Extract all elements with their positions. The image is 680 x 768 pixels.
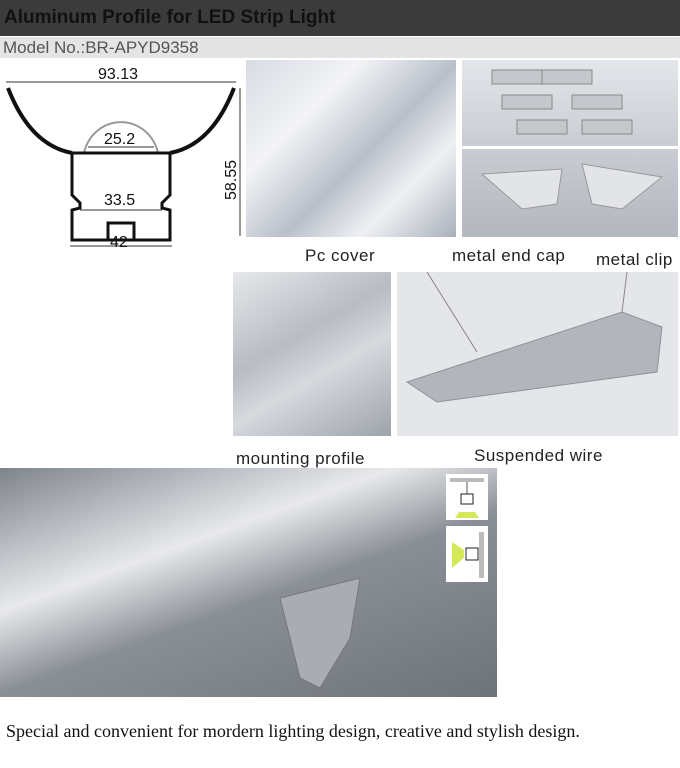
model-bar: Model No.:BR-APYD9358 [0, 37, 680, 58]
dim-inner: 33.5 [104, 192, 135, 209]
caption: Special and convenient for mordern light… [6, 721, 580, 741]
pc-cover-photo [246, 60, 456, 237]
label-pc-cover: Pc cover [305, 246, 376, 265]
mounting-profile-photo [233, 272, 391, 436]
pendant-mount-icon [446, 474, 488, 520]
title-bar: Aluminum Profile for LED Strip Light [0, 0, 680, 36]
label-mounting: mounting profile [236, 449, 365, 468]
profile-diagram: 93.13 25.2 33.5 42 58.55 [6, 66, 241, 250]
page-title: Aluminum Profile for LED Strip Light [4, 7, 336, 28]
end-cap-photo [462, 60, 678, 146]
label-end-cap: metal end cap [452, 246, 566, 265]
dim-top: 93.13 [98, 66, 138, 83]
wall-mount-icon [446, 526, 488, 582]
dim-height: 58.55 [223, 160, 240, 200]
label-metal-clip: metal clip [596, 250, 673, 269]
dim-base: 42 [110, 234, 128, 250]
metal-clip-photo [462, 149, 678, 237]
model-number: Model No.:BR-APYD9358 [3, 38, 199, 57]
label-suspended: Suspended wire [474, 446, 603, 465]
suspended-wire-photo [397, 272, 678, 436]
dim-lens: 25.2 [104, 131, 135, 148]
assembled-profile-photo [0, 468, 497, 697]
